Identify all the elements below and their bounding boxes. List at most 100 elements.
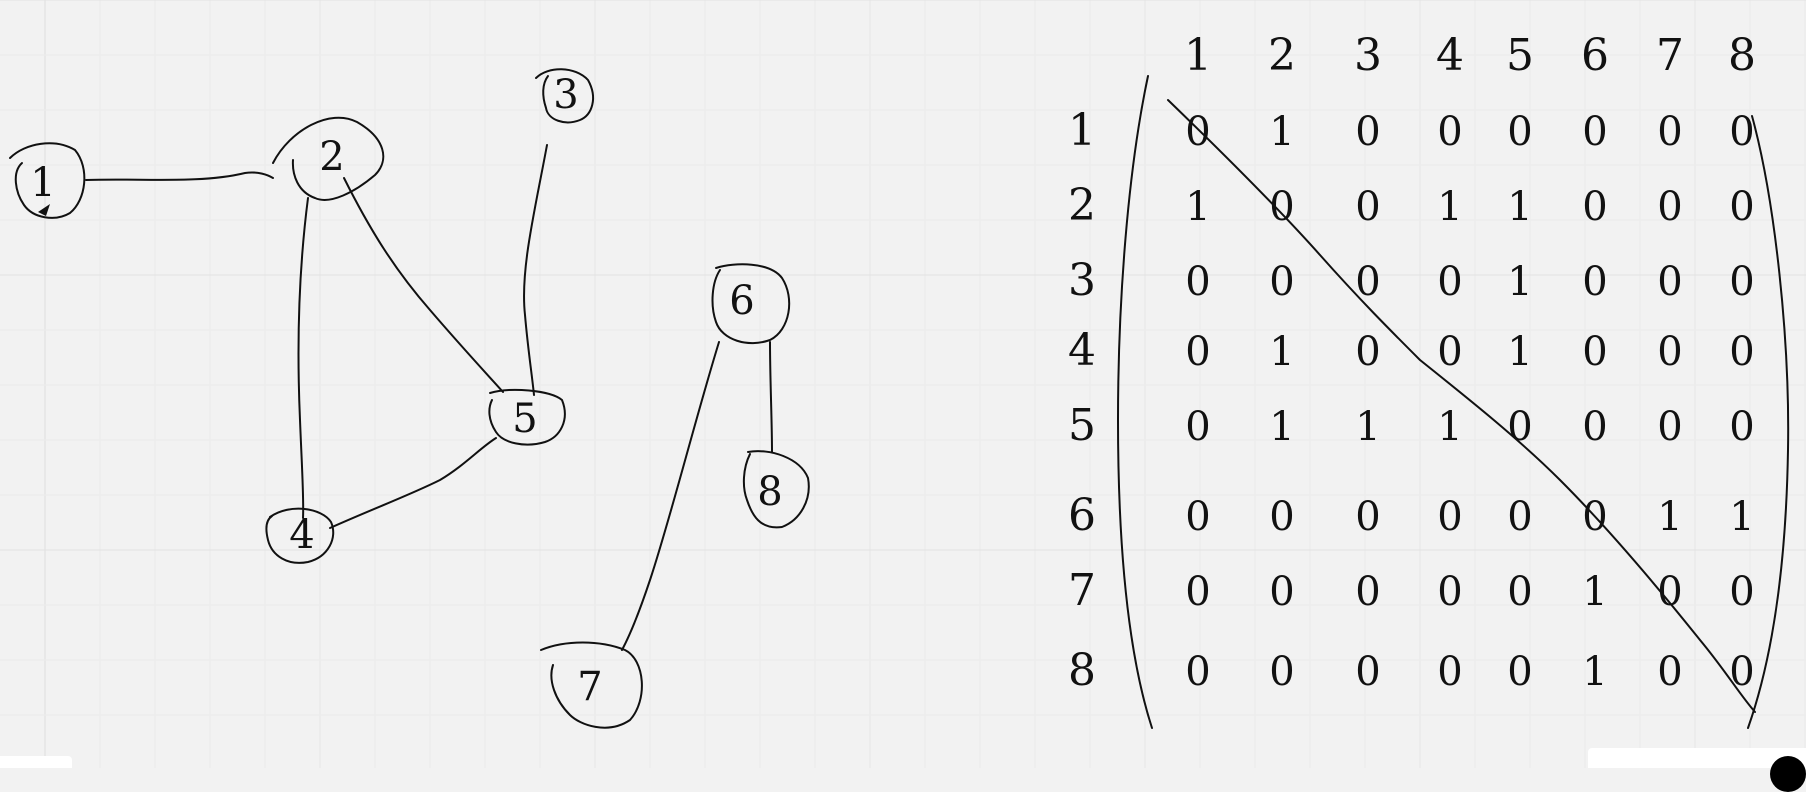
matrix-diagonal-line (1167, 99, 1756, 713)
matrix-cell: 0 (1269, 649, 1294, 695)
whiteboard-canvas: 1 2 3 4 5 6 7 (0, 0, 1806, 768)
graph-edge (769, 341, 773, 453)
matrix-cell: 0 (1355, 329, 1380, 375)
matrix-cell: 1 (1507, 184, 1532, 230)
matrix-cell: 0 (1269, 569, 1294, 615)
graph-edge (329, 437, 497, 529)
matrix-cell: 0 (1729, 259, 1754, 305)
matrix-cell: 0 (1185, 569, 1210, 615)
matrix-cell: 0 (1185, 259, 1210, 305)
graph-node: 3 (535, 68, 595, 124)
matrix-cell: 0 (1185, 329, 1210, 375)
matrix-row-header: 7 (1068, 565, 1096, 616)
matrix-cell: 0 (1437, 109, 1462, 155)
matrix-cell: 0 (1185, 649, 1210, 695)
matrix-cell: 1 (1507, 329, 1532, 375)
matrix-cell: 1 (1355, 404, 1380, 450)
matrix-cell: 0 (1729, 569, 1754, 615)
matrix-cell: 0 (1185, 404, 1210, 450)
matrix-row-header: 8 (1068, 645, 1096, 696)
matrix-right-bracket (1747, 115, 1790, 729)
matrix-cell: 0 (1437, 494, 1462, 540)
matrix-cell: 0 (1657, 649, 1682, 695)
matrix-cell: 0 (1355, 569, 1380, 615)
matrix-column-header: 1 (1184, 30, 1212, 81)
matrix-cell: 0 (1355, 494, 1380, 540)
matrix-cell: 0 (1657, 329, 1682, 375)
matrix-cell: 0 (1657, 259, 1682, 305)
graph-node-label: 3 (553, 72, 578, 118)
matrix-cell: 0 (1582, 109, 1607, 155)
graph-node: 8 (742, 450, 810, 529)
graph-edge (343, 177, 504, 393)
graph-edge (297, 197, 309, 519)
matrix-cell: 0 (1657, 109, 1682, 155)
matrix-cell: 0 (1729, 649, 1754, 695)
matrix-cell: 0 (1355, 184, 1380, 230)
matrix-cell: 0 (1657, 404, 1682, 450)
matrix-cell: 1 (1185, 184, 1210, 230)
matrix-row-header: 6 (1068, 490, 1096, 541)
matrix-cell: 1 (1437, 184, 1462, 230)
matrix-cell: 0 (1582, 329, 1607, 375)
graph-edge (523, 144, 548, 396)
graph-node-label: 2 (319, 134, 344, 180)
matrix-cell: 0 (1185, 494, 1210, 540)
graph-node: 4 (265, 507, 335, 564)
matrix-row-header: 4 (1068, 325, 1096, 376)
matrix-cell: 0 (1657, 184, 1682, 230)
matrix-cell: 0 (1355, 109, 1380, 155)
matrix-cell: 0 (1185, 109, 1210, 155)
matrix-cell: 0 (1582, 259, 1607, 305)
matrix-cell: 0 (1437, 259, 1462, 305)
matrix-row-header: 1 (1068, 105, 1096, 156)
matrix-cell: 1 (1729, 494, 1754, 540)
matrix-cell: 0 (1729, 109, 1754, 155)
matrix-cell: 0 (1582, 404, 1607, 450)
matrix-cell: 1 (1437, 404, 1462, 450)
matrix-row-header: 3 (1068, 255, 1096, 306)
matrix-row-headers: 1 2 3 4 5 6 7 8 (1068, 105, 1096, 696)
graph-node: 6 (711, 263, 791, 345)
graph-node-label: 7 (577, 664, 602, 710)
matrix-cell: 0 (1507, 494, 1532, 540)
matrix-cell: 0 (1729, 329, 1754, 375)
matrix-cell: 0 (1437, 329, 1462, 375)
zoom-panel[interactable] (1588, 748, 1806, 768)
matrix-cell: 1 (1507, 259, 1532, 305)
graph-node-label: 5 (512, 396, 537, 442)
pen-cursor-icon (38, 204, 50, 216)
help-button[interactable] (1770, 756, 1806, 792)
matrix-column-header: 8 (1728, 30, 1756, 81)
matrix-cell: 0 (1507, 649, 1532, 695)
graph-edge (85, 171, 274, 181)
matrix-row-header: 5 (1068, 400, 1096, 451)
graph-node: 1 (9, 142, 86, 219)
matrix-cell: 0 (1437, 569, 1462, 615)
matrix-cell: 1 (1582, 569, 1607, 615)
matrix-column-header: 4 (1436, 30, 1464, 81)
graph-node: 7 (540, 641, 643, 729)
matrix-cell: 0 (1507, 109, 1532, 155)
matrix-cell: 0 (1355, 649, 1380, 695)
graph-edge (621, 341, 720, 651)
matrix-cell: 0 (1269, 259, 1294, 305)
graph-node-label: 6 (729, 278, 754, 324)
matrix-cell: 1 (1269, 329, 1294, 375)
page-tab[interactable] (0, 756, 72, 768)
matrix-cell: 0 (1729, 184, 1754, 230)
matrix-row-header: 2 (1068, 180, 1096, 231)
matrix-column-header: 7 (1656, 30, 1684, 81)
graph-node: 5 (488, 388, 566, 446)
matrix-cell: 0 (1269, 494, 1294, 540)
graph-node-label: 8 (757, 469, 782, 515)
matrix-cell: 0 (1582, 184, 1607, 230)
matrix-column-header: 5 (1506, 30, 1534, 81)
matrix-column-header: 3 (1354, 30, 1382, 81)
graph-node: 2 (272, 116, 385, 201)
matrix-column-header: 2 (1268, 30, 1296, 81)
matrix-cell: 1 (1269, 109, 1294, 155)
